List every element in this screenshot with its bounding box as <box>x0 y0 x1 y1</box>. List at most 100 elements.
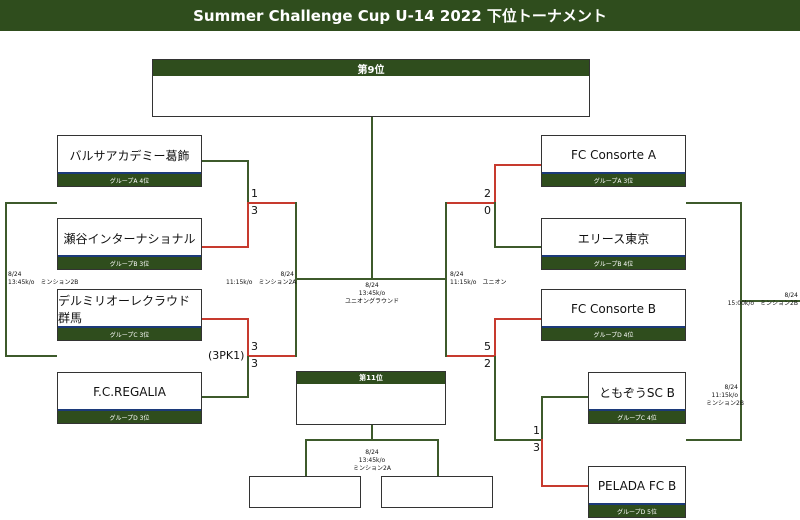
match-time-venue: 15:00k/o ミンション2B <box>727 300 798 307</box>
team-name: PELADA FC B <box>597 479 677 493</box>
team-name: バルサアカデミー葛飾 <box>69 148 190 163</box>
group-rank: グループD 5位 <box>589 503 685 517</box>
connector-line <box>5 355 57 357</box>
winner-line <box>247 318 249 356</box>
match-info-right-outer: 8/24 15:00k/o ミンション2B <box>712 292 798 308</box>
winner-line <box>494 164 541 166</box>
final-11th-title: 第11位 <box>297 372 445 384</box>
connector-line <box>295 202 297 357</box>
team-box: ともぞうSC B グループC 4位 <box>588 372 686 424</box>
group-rank: グループB 3位 <box>58 255 201 269</box>
group-rank: グループC 4位 <box>589 409 685 423</box>
final-11th-box: 第11位 <box>296 371 446 425</box>
score: 5 <box>484 340 491 353</box>
score: 2 <box>484 187 491 200</box>
team-box: 瀬谷インターナショナル グループB 3位 <box>57 218 202 270</box>
connector-line <box>494 356 496 440</box>
match-time-venue: 11:15k/o ユニオン <box>450 279 507 286</box>
11th-slot-right <box>381 476 493 508</box>
match-date: 8/24 <box>784 292 798 299</box>
team-box: FC Consorte B グループD 4位 <box>541 289 686 341</box>
score: 2 <box>484 357 491 370</box>
match-date: 8/24 <box>450 271 464 278</box>
match-venue: ユニオングラウンド <box>344 298 399 305</box>
winner-line <box>541 485 588 487</box>
match-time: 13:45k/o <box>358 457 386 464</box>
connector-line <box>305 439 438 441</box>
match-date: 8/24 <box>365 449 379 456</box>
match-date: 8/24 <box>280 271 294 278</box>
match-venue: ミンション2A <box>353 465 391 472</box>
connector-line <box>247 356 249 398</box>
match-time-venue: 13:45k/o ミンション2B <box>8 279 79 286</box>
connector-line <box>686 202 740 204</box>
winner-line <box>202 318 249 320</box>
match-venue: ミンション2B <box>706 400 744 407</box>
connector-line <box>295 278 446 280</box>
team-box: PELADA FC B グループD 5位 <box>588 466 686 518</box>
match-info-right-semi: 8/24 11:15k/o ユニオン <box>450 271 506 287</box>
winner-line <box>445 202 496 204</box>
score: 1 <box>533 424 540 437</box>
match-time: 11:15k/o <box>711 392 738 399</box>
winner-line <box>494 318 496 356</box>
team-name: エリース東京 <box>577 231 650 246</box>
connector-line <box>202 396 248 398</box>
winner-line <box>202 246 249 248</box>
team-box: エリース東京 グループB 4位 <box>541 218 686 270</box>
match-date: 8/24 <box>365 282 379 289</box>
11th-slot-left <box>249 476 361 508</box>
match-time-venue: 11:15k/o ミンション2A <box>226 279 297 286</box>
pk-score: (3PK1) <box>208 349 245 362</box>
team-name: F.C.REGALIA <box>93 385 166 399</box>
winner-line <box>247 202 249 248</box>
winner-line <box>541 439 543 486</box>
match-date: 8/24 <box>724 384 738 391</box>
connector-line <box>5 202 7 356</box>
team-name: デルミリオーレクラウド群馬 <box>58 294 191 325</box>
score: 1 <box>251 187 258 200</box>
winner-line <box>247 202 296 204</box>
match-info-left-outer: 8/24 13:45k/o ミンション2B <box>8 271 78 287</box>
connector-line <box>494 246 541 248</box>
team-box: バルサアカデミー葛飾 グループA 4位 <box>57 135 202 187</box>
match-date: 8/24 <box>8 271 22 278</box>
score: 3 <box>251 357 258 370</box>
connector-line <box>494 202 496 247</box>
connector-line <box>437 439 439 476</box>
group-rank: グループC 3位 <box>58 326 201 340</box>
group-rank: グループD 4位 <box>542 326 685 340</box>
group-rank: グループA 3位 <box>542 172 685 186</box>
match-time: 13:45k/o <box>358 290 386 297</box>
connector-line <box>5 202 57 204</box>
team-box: FC Consorte A グループA 3位 <box>541 135 686 187</box>
connector-line <box>371 117 373 279</box>
team-box: F.C.REGALIA グループD 3位 <box>57 372 202 424</box>
match-info-right-first: 8/24 11:15k/o ミンション2B <box>706 384 744 408</box>
match-info-left-semi: 8/24 11:15k/o ミンション2A <box>226 271 297 287</box>
connector-line <box>494 439 541 441</box>
team-box: デルミリオーレクラウド群馬 グループC 3位 <box>57 289 202 341</box>
page-title: Summer Challenge Cup U-14 2022 下位トーナメント <box>0 0 800 31</box>
final-9th-box: 第9位 <box>152 59 590 117</box>
connector-line <box>247 160 249 202</box>
team-name: 瀬谷インターナショナル <box>63 231 196 246</box>
connector-line <box>202 160 248 162</box>
team-name: ともぞうSC B <box>599 385 675 400</box>
connector-line <box>541 396 588 398</box>
final-9th-title: 第9位 <box>153 60 589 76</box>
connector-line <box>686 439 740 441</box>
score: 3 <box>533 441 540 454</box>
winner-line <box>247 355 296 357</box>
winner-line <box>494 164 496 202</box>
score: 0 <box>484 204 491 217</box>
winner-line <box>445 355 496 357</box>
connector-line <box>305 439 307 476</box>
match-info-center: 8/24 13:45k/o ユニオングラウンド <box>330 282 414 306</box>
score: 3 <box>251 340 258 353</box>
group-rank: グループA 4位 <box>58 172 201 186</box>
connector-line <box>371 425 373 439</box>
match-info-bottom: 8/24 13:45k/o ミンション2A <box>340 449 404 473</box>
connector-line <box>740 202 742 441</box>
team-name: FC Consorte B <box>570 302 657 316</box>
